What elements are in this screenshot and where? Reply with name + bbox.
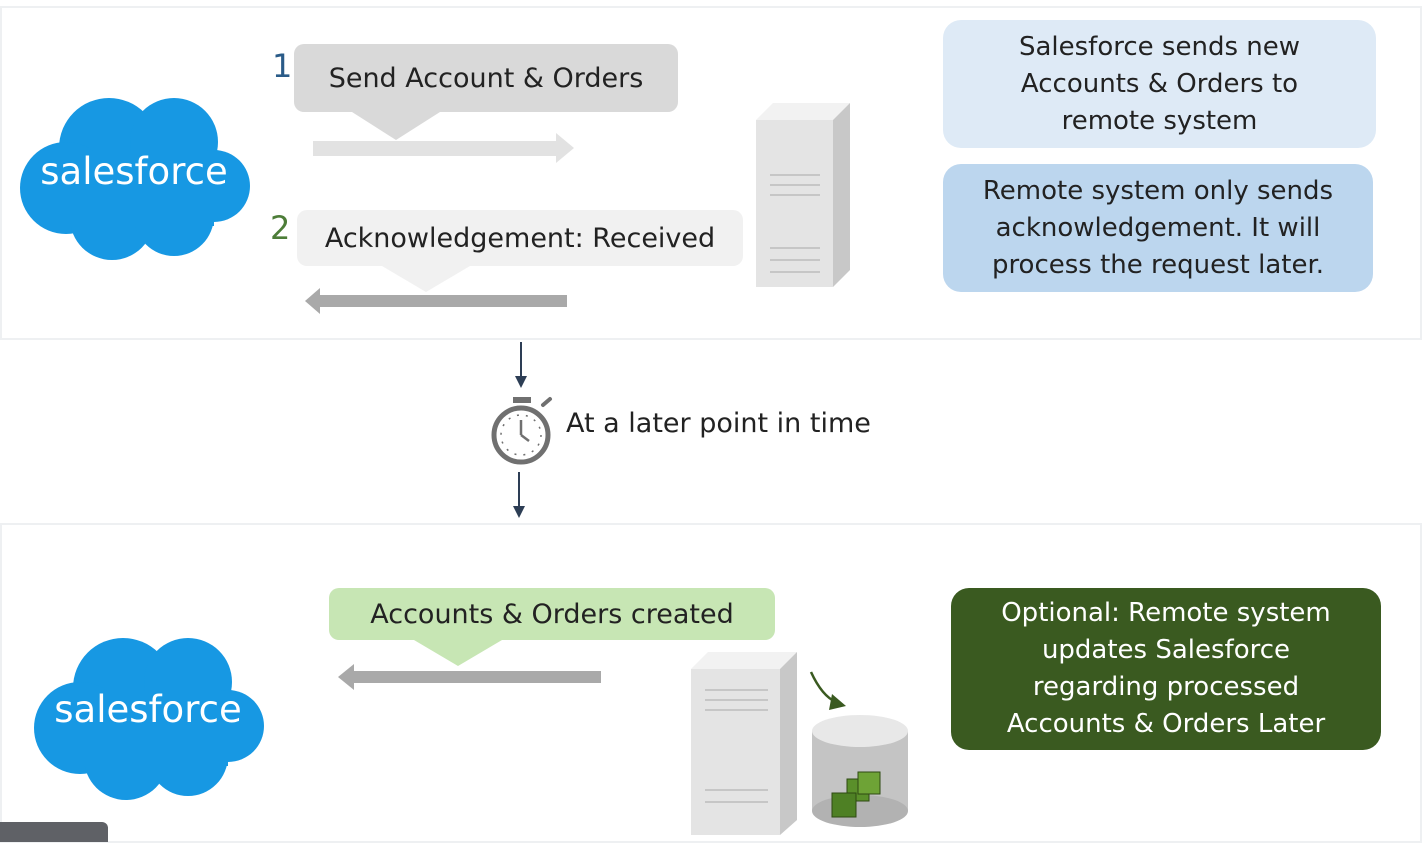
down-arrow-top [515,342,527,388]
salesforce-cloud-icon [20,98,250,260]
corner-tab [0,822,108,842]
note-ack: Remote system only sends acknowledgement… [943,164,1373,292]
note-send: Salesforce sends new Accounts & Orders t… [943,20,1376,148]
salesforce-logo-text: salesforce [40,150,227,193]
curved-arrow-icon [809,671,846,710]
stopwatch-icon [491,397,552,465]
salesforce-logo-text: salesforce [54,688,241,731]
note-send-line-3: remote system [1061,105,1258,136]
note-optional-line-4: Accounts & Orders Later [1006,709,1326,739]
note-ack-line-3: process the request later. [991,249,1325,280]
later-point-label: At a later point in time [566,408,871,439]
data-cubes [831,771,881,818]
note-send-line-2: Accounts & Orders to [1020,68,1299,99]
send-arrow [313,133,574,163]
salesforce-logo-top: salesforce [20,98,250,260]
ack-arrow [305,288,567,314]
created-callout: Accounts & Orders created [329,588,775,640]
server-icon-bottom [691,652,797,835]
note-optional-line-2: updates Salesforce [1041,635,1291,665]
step-2-number: 2 [270,209,291,247]
step-1-number: 1 [272,47,293,85]
created-callout-tail [414,640,502,666]
ack-callout: Acknowledgement: Received [297,210,743,266]
salesforce-logo-bottom: salesforce [34,638,264,800]
note-optional-line-3: regarding processed [1032,672,1300,702]
note-optional: Optional: Remote system updates Salesfor… [951,588,1381,750]
database-icon [812,715,908,827]
note-optional-line-1: Optional: Remote system [1001,598,1331,628]
note-ack-line-1: Remote system only sends [982,175,1334,206]
salesforce-cloud-icon [34,638,264,800]
send-callout-tail [352,112,440,140]
note-ack-line-2: acknowledgement. It will [995,212,1321,243]
down-arrow-bottom [513,472,525,518]
ack-callout-tail [382,266,470,292]
send-callout: Send Account & Orders [294,44,678,112]
created-arrow [338,664,601,690]
note-send-line-1: Salesforce sends new [1018,31,1300,62]
server-icon-top [756,103,850,287]
